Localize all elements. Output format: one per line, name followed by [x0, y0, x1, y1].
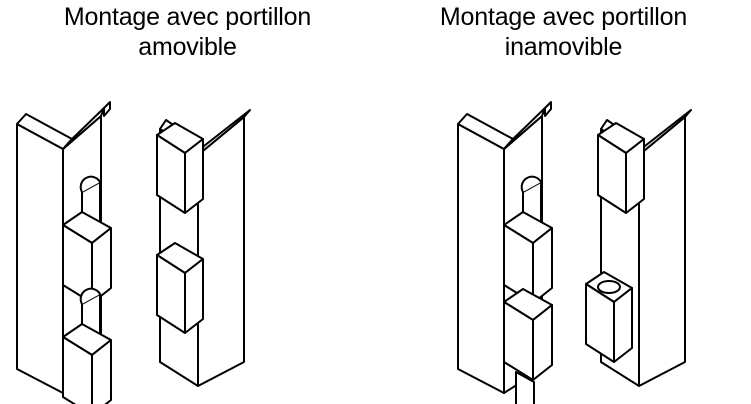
hinge-lower-inamovible: [503, 288, 553, 404]
panel-inamovible: Montage avec portillon inamovible: [376, 0, 751, 404]
hinge-upper-amovible: [62, 175, 112, 304]
hinge-upper-inamovible: [503, 175, 553, 304]
caption-amovible: Montage avec portillon amovible: [63, 3, 312, 61]
socket-lower-inamovible: [585, 271, 633, 363]
drawing-amovible: [16, 101, 251, 404]
panel-amovible: Montage avec portillon amovible: [0, 0, 375, 404]
socket-upper-amovible: [156, 122, 204, 214]
caption-inamovible: Montage avec portillon inamovible: [439, 3, 688, 61]
hinge-lower-amovible: [62, 287, 112, 404]
figure-amovible: [0, 72, 375, 404]
figure-inamovible: [376, 72, 751, 404]
socket-hole-icon: [597, 280, 621, 294]
socket-lower-amovible: [156, 242, 204, 334]
drawing-inamovible: [457, 101, 692, 404]
socket-upper-inamovible: [597, 122, 645, 214]
